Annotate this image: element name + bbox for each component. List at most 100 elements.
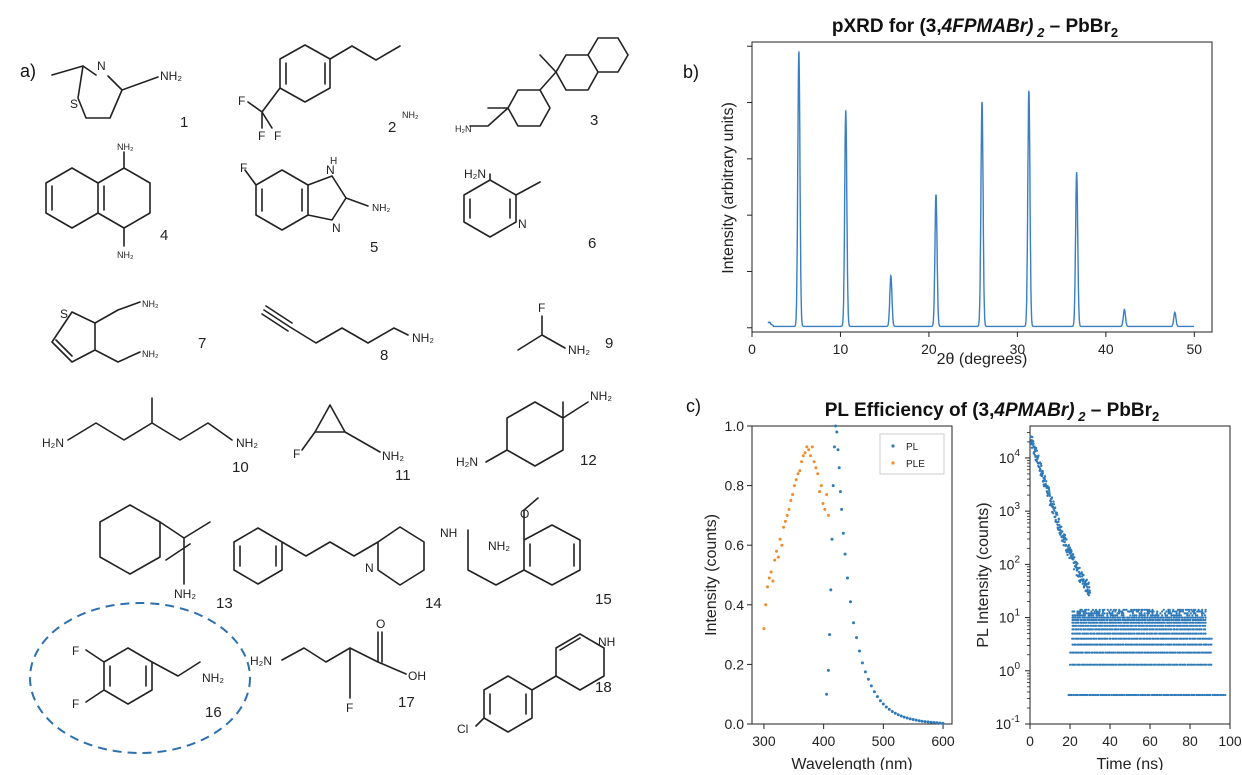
data-point [1103, 608, 1106, 611]
data-point [1196, 693, 1199, 697]
data-point-ple [798, 469, 802, 473]
data-point [1095, 628, 1098, 631]
data-point [1085, 612, 1088, 615]
data-point [1130, 632, 1133, 635]
data-point [1199, 637, 1202, 640]
data-point [1157, 651, 1160, 654]
data-point [1039, 468, 1042, 471]
compound-15: O NH₂ 15 [467, 497, 612, 608]
data-point [1083, 637, 1086, 640]
data-point [1181, 651, 1184, 654]
data-point [1033, 445, 1036, 448]
data-point [1152, 628, 1155, 631]
data-point [1186, 612, 1189, 615]
data-point [1222, 693, 1225, 697]
data-point [1184, 643, 1187, 646]
data-point [1181, 621, 1185, 624]
data-point [1108, 693, 1111, 697]
data-point [1118, 693, 1121, 697]
compound-id: 1 [180, 114, 188, 131]
y-tick-label: 0.8 [725, 478, 745, 494]
data-point [1188, 693, 1191, 697]
data-point [1032, 442, 1035, 445]
data-point [1199, 624, 1202, 627]
data-point [1074, 693, 1077, 697]
legend-box [879, 433, 945, 475]
data-point [1190, 616, 1194, 619]
data-point [1164, 632, 1167, 635]
data-point [1109, 614, 1112, 617]
data-point [1181, 628, 1185, 631]
data-point [1120, 637, 1123, 640]
legend-marker-ple [891, 461, 895, 465]
data-point [1138, 612, 1141, 615]
data-point [1090, 614, 1093, 617]
atom-f: F [346, 701, 353, 715]
data-point [1031, 435, 1034, 439]
x-tick-label: 300 [752, 733, 776, 749]
data-point [1138, 628, 1141, 631]
data-point [1092, 618, 1095, 622]
atom-s: S [60, 307, 68, 321]
data-point [1209, 693, 1212, 697]
atom-n: N [518, 217, 527, 231]
data-point-pl [920, 719, 924, 723]
data-point [1163, 637, 1166, 640]
data-point [1187, 663, 1191, 666]
panel-label-a: a) [20, 61, 36, 81]
data-point [1197, 632, 1200, 635]
data-point [1204, 608, 1207, 611]
data-point [1112, 663, 1115, 666]
data-point [1081, 632, 1084, 635]
data-point [1180, 628, 1183, 631]
data-point [1079, 624, 1082, 627]
x-tick-label: 20 [921, 341, 937, 357]
data-point [1115, 663, 1118, 666]
data-point [1100, 614, 1103, 617]
data-point [1151, 632, 1154, 635]
data-point-ple [819, 484, 823, 488]
data-point [1163, 651, 1166, 654]
data-point [1202, 651, 1205, 654]
data-point [1170, 621, 1173, 624]
data-point-ple [778, 537, 782, 541]
data-point [1123, 637, 1126, 640]
data-point [1130, 643, 1133, 646]
data-point [1202, 612, 1205, 615]
data-point [1110, 618, 1114, 622]
data-point [1106, 637, 1109, 640]
data-point [1147, 663, 1151, 666]
compound-2: F F F NH₂ 2 [238, 44, 419, 143]
data-point [1138, 663, 1141, 666]
data-point [1200, 621, 1204, 624]
data-point-pl [838, 490, 842, 494]
data-point [1095, 637, 1098, 640]
data-point [1146, 632, 1149, 635]
data-point [1192, 628, 1195, 631]
data-point-pl [866, 677, 870, 681]
data-point [1174, 651, 1177, 654]
data-point [1083, 632, 1086, 635]
data-point [1076, 614, 1079, 617]
x-tick-label: 100 [1218, 733, 1242, 749]
data-point [1088, 643, 1091, 646]
x-axis-label: Time (ns) [1097, 756, 1164, 770]
data-point [1133, 614, 1136, 617]
data-point [1125, 632, 1128, 635]
data-point [1200, 651, 1203, 654]
data-point [1200, 663, 1203, 666]
data-point [1089, 693, 1092, 697]
data-point [1121, 693, 1124, 697]
data-point [1211, 693, 1214, 697]
data-point [1129, 663, 1133, 666]
data-point-pl [911, 718, 915, 721]
data-point [1145, 643, 1148, 646]
data-point [1117, 624, 1120, 627]
data-point [1152, 637, 1155, 640]
compound-id: 12 [580, 452, 597, 469]
data-point [1176, 608, 1180, 611]
x-axis-label: Wavelength (nm) [791, 756, 912, 770]
data-point [1076, 643, 1079, 646]
data-point-pl [899, 714, 903, 718]
